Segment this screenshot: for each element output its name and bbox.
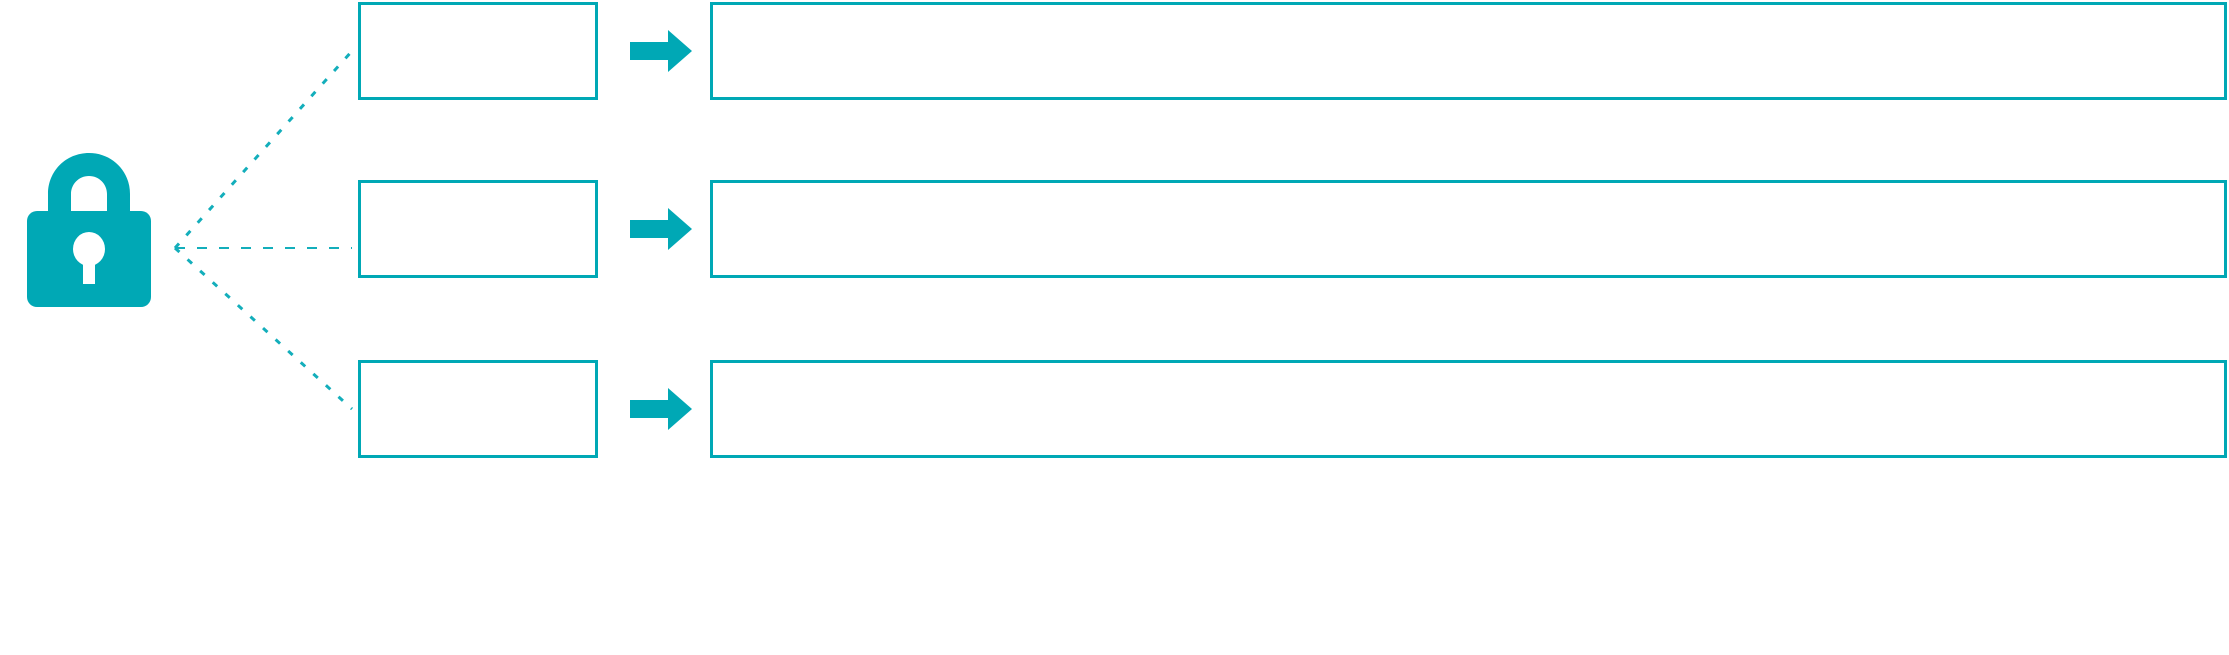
diagram-row (0, 358, 2229, 458)
wide-box-1[interactable] (710, 2, 2227, 100)
wide-box-3-label (713, 363, 2224, 455)
arrow-right-icon (630, 208, 692, 250)
diagram-row (0, 0, 2229, 100)
small-box-2[interactable] (358, 180, 598, 278)
arrow-right-icon (630, 30, 692, 72)
lock-icon (26, 153, 152, 307)
small-box-2-label (361, 183, 595, 275)
diagram-row (0, 178, 2229, 278)
wide-box-1-label (713, 5, 2224, 97)
small-box-3-label (361, 363, 595, 455)
small-box-1[interactable] (358, 2, 598, 100)
arrow-right-icon (630, 388, 692, 430)
small-box-3[interactable] (358, 360, 598, 458)
wide-box-2-label (713, 183, 2224, 275)
wide-box-3[interactable] (710, 360, 2227, 458)
small-box-1-label (361, 5, 595, 97)
wide-box-2[interactable] (710, 180, 2227, 278)
